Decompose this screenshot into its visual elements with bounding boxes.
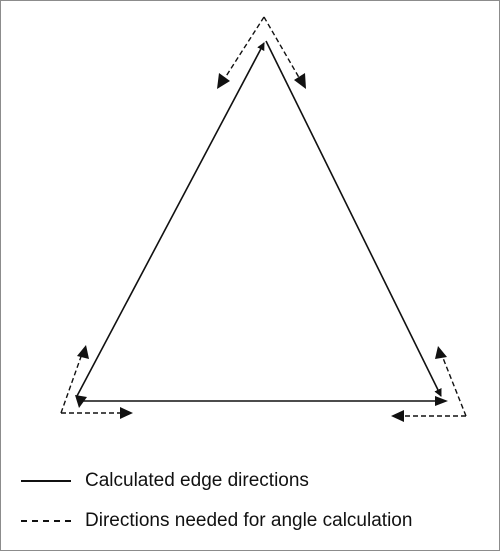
legend-dashed-line [21, 520, 71, 522]
dashed-arrowhead-apex-left [217, 73, 230, 89]
edge-left-to-apex [76, 42, 265, 397]
legend-solid-label: Calculated edge directions [85, 470, 309, 491]
dashed-arrowhead-apex-right [294, 73, 306, 89]
legend-dashed: Directions needed for angle calculation [21, 506, 412, 536]
dashed-direction-outline [60, 16, 467, 417]
legend-solid: Calculated edge directions [21, 466, 309, 496]
dashed-arrowhead-right-up [435, 346, 447, 359]
edge-direction-arrowhead-left [75, 395, 87, 408]
edge-apex-to-right [265, 40, 442, 397]
dashed-arrowhead-left-right [120, 407, 133, 419]
dashed-arrowhead-left-up [77, 345, 89, 359]
dashed-arrowhead-right-left [391, 410, 404, 422]
legend-dashed-label: Directions needed for angle calculation [85, 510, 413, 531]
edge-direction-arrowhead-right [435, 396, 448, 406]
legend-solid-line [21, 480, 71, 482]
